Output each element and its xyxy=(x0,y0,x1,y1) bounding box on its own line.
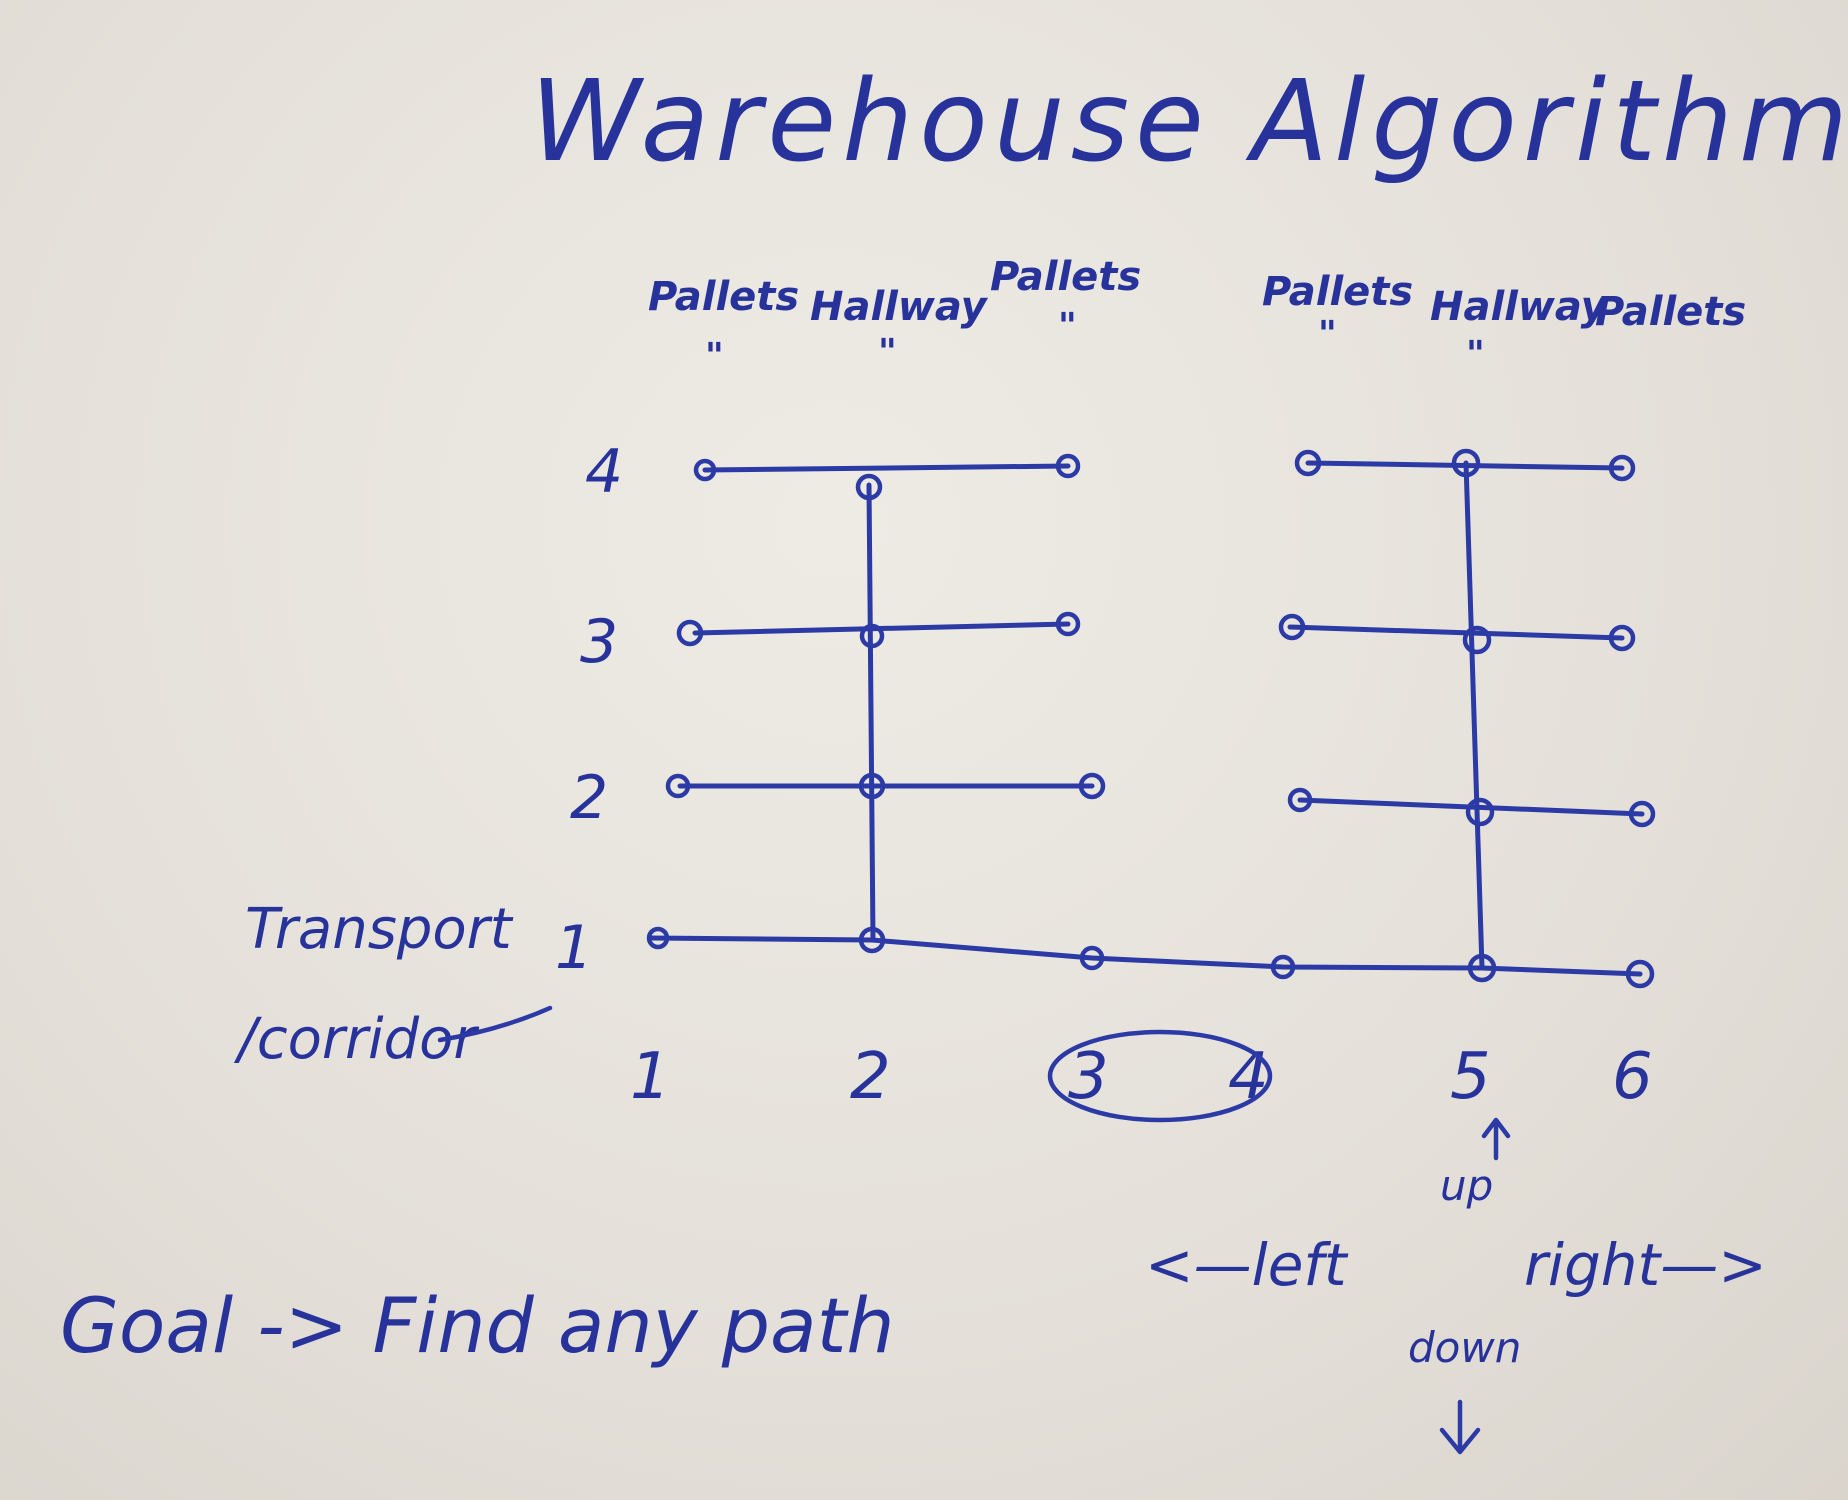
column-number-6: 6 xyxy=(1612,1040,1653,1114)
corridor-underline xyxy=(437,1005,553,1043)
node xyxy=(855,473,883,501)
node xyxy=(646,926,670,950)
direction-left: <—left xyxy=(1145,1231,1349,1299)
node xyxy=(693,458,717,482)
column-number-5: 5 xyxy=(1450,1040,1491,1114)
node xyxy=(1078,772,1106,800)
direction-up: up xyxy=(1440,1161,1493,1210)
direction-right: right—> xyxy=(1524,1231,1767,1299)
node xyxy=(1467,953,1497,983)
node xyxy=(858,926,886,954)
node xyxy=(859,623,885,649)
direction-legend: up <—left right—> down xyxy=(1145,1117,1767,1455)
node xyxy=(1608,454,1636,482)
row-label-1: 1 xyxy=(555,913,593,983)
row-label-2: 2 xyxy=(570,763,608,833)
highlight-oval xyxy=(1047,1029,1273,1123)
header-pallets-3: Pallets xyxy=(1262,269,1413,315)
node xyxy=(1055,611,1081,637)
row-labels: 4 3 2 1 xyxy=(555,437,623,983)
graph-nodes xyxy=(646,448,1656,989)
arrow-down-icon xyxy=(1439,1399,1481,1455)
header-pallets-1: Pallets xyxy=(648,274,799,320)
ditto-mark-2: " xyxy=(878,332,897,373)
edge-hallway-left xyxy=(866,482,876,943)
column-numbers: 1 2 3 4 5 6 xyxy=(630,1040,1653,1114)
header-pallets-4: Pallets xyxy=(1595,289,1746,335)
ditto-mark-4: " xyxy=(1318,314,1337,355)
node xyxy=(665,773,691,799)
node xyxy=(1451,448,1481,478)
column-number-2: 2 xyxy=(850,1040,891,1114)
node xyxy=(1608,624,1636,652)
page-title: Warehouse Algorithm xyxy=(530,57,1848,187)
ditto-mark-5: " xyxy=(1466,334,1485,375)
node xyxy=(1628,800,1656,828)
node xyxy=(1465,797,1495,827)
node xyxy=(1287,787,1313,813)
column-number-1: 1 xyxy=(630,1040,671,1114)
goal-text: Goal -> Find any path xyxy=(60,1281,895,1370)
header-hallway-2: Hallway xyxy=(1430,284,1609,330)
node xyxy=(1055,453,1081,479)
edge-transport-corridor xyxy=(647,935,1643,977)
header-pallets-2: Pallets xyxy=(990,254,1141,300)
ditto-mark-1: " xyxy=(705,336,724,377)
edge-row3-right xyxy=(1287,624,1625,641)
node xyxy=(676,619,704,647)
node xyxy=(1278,613,1306,641)
edge-row4-left xyxy=(702,463,1071,473)
transport-label: Transport xyxy=(245,897,514,962)
header-hallway-1: Hallway xyxy=(810,284,989,330)
row-label-3: 3 xyxy=(580,607,618,677)
node xyxy=(1462,625,1492,655)
row-label-4: 4 xyxy=(585,437,623,507)
node xyxy=(1294,449,1322,477)
node xyxy=(1079,945,1105,971)
node xyxy=(1625,959,1655,989)
ditto-mark-3: " xyxy=(1058,306,1077,347)
edge-hallway-right xyxy=(1463,460,1485,971)
column-headers: Pallets Hallway Pallets Pallets Hallway … xyxy=(648,254,1746,377)
node xyxy=(858,772,886,800)
graph-edges xyxy=(647,460,1645,977)
node xyxy=(1270,954,1296,980)
direction-down: down xyxy=(1408,1323,1521,1372)
arrow-up-icon xyxy=(1481,1117,1511,1161)
